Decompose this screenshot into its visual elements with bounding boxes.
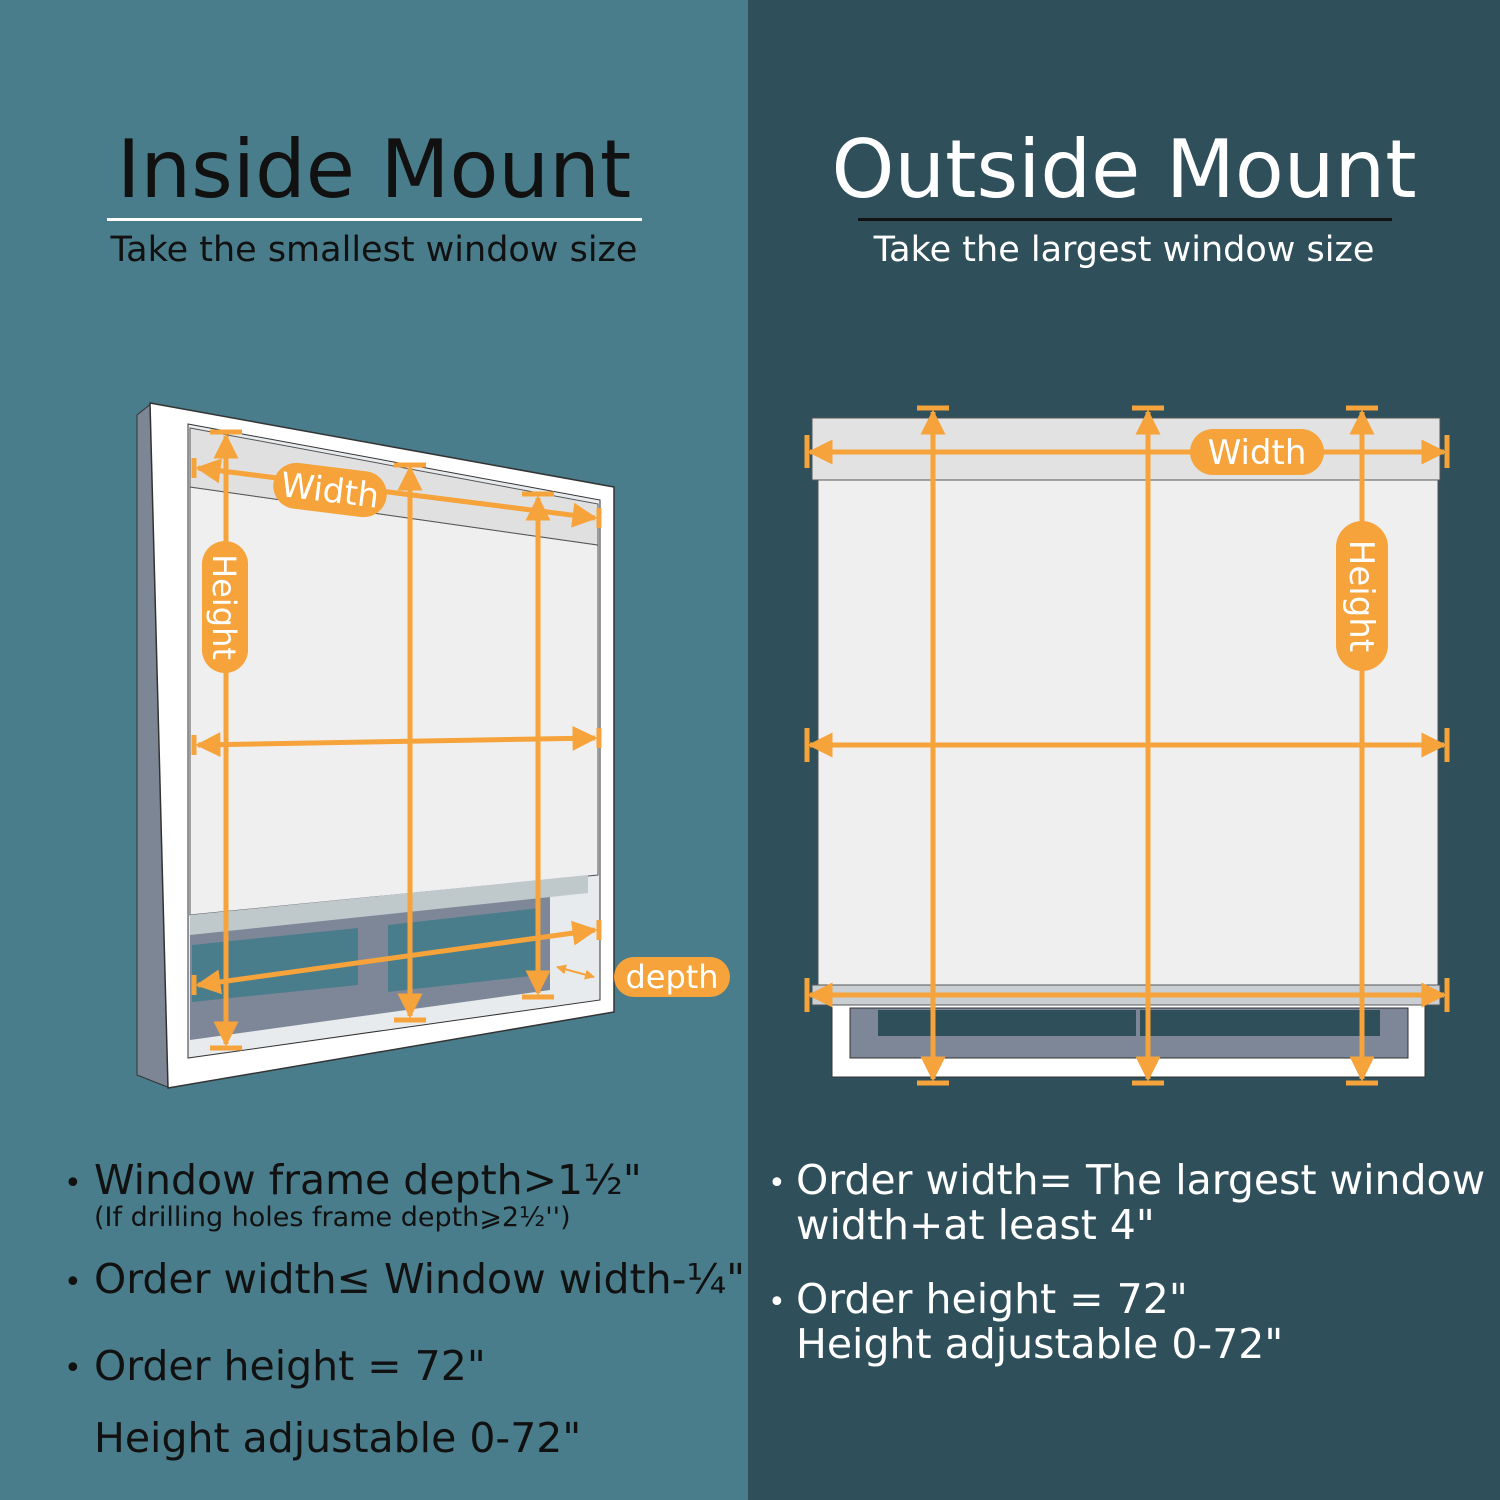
bullet-text: Order height = 72" bbox=[796, 1275, 1188, 1323]
inside-height-label: Height bbox=[202, 541, 248, 673]
bullet-text: Order width= The largest window bbox=[796, 1156, 1486, 1204]
outside-height-label: Height bbox=[1336, 521, 1388, 671]
inside-depth-label: depth bbox=[614, 957, 730, 997]
inside-bullet-width: • Order width≤ Window width-¼" bbox=[64, 1255, 746, 1303]
outside-bullet-height: • Order height = 72" Height adjustable 0-… bbox=[768, 1275, 1284, 1369]
bullet-continuation: Height adjustable 0-72" bbox=[94, 1413, 582, 1462]
inside-title-underline bbox=[107, 218, 642, 221]
bullet-continuation: Height adjustable 0-72" bbox=[796, 1320, 1284, 1369]
outside-mount-title: Outside Mount bbox=[831, 123, 1417, 216]
inside-bullet-depth: • Window frame depth>1½" (If drilling hol… bbox=[64, 1156, 642, 1234]
inside-mount-title: Inside Mount bbox=[116, 123, 632, 216]
bullet-continuation: width+at least 4" bbox=[796, 1201, 1155, 1250]
inside-measure-lines bbox=[191, 429, 602, 1051]
bullet-icon: • bbox=[768, 1284, 786, 1320]
inside-width-label: Width bbox=[273, 462, 387, 518]
bullet-text: Window frame depth>1½" bbox=[94, 1156, 642, 1204]
bullet-note: (If drilling holes frame depth⩾2½'') bbox=[94, 1202, 571, 1234]
outside-mount-subtitle: Take the largest window size bbox=[873, 230, 1375, 270]
inside-mount-subtitle: Take the smallest window size bbox=[110, 230, 638, 270]
bullet-icon: • bbox=[64, 1350, 82, 1386]
bullet-text: Order width≤ Window width-¼" bbox=[94, 1255, 746, 1303]
outside-title-underline bbox=[858, 218, 1392, 221]
svg-text:Width: Width bbox=[1208, 433, 1307, 473]
svg-text:depth: depth bbox=[625, 958, 718, 996]
inside-bullet-height: • Order height = 72" Height adjustable 0-… bbox=[64, 1331, 581, 1475]
bullet-icon: • bbox=[64, 1165, 82, 1201]
bullet-text: Order height = 72" bbox=[94, 1342, 486, 1390]
outside-bullet-width: • Order width= The largest window width+a… bbox=[768, 1156, 1486, 1250]
outside-width-label: Width bbox=[1190, 429, 1324, 475]
svg-text:Height: Height bbox=[205, 554, 243, 660]
bullet-icon: • bbox=[768, 1165, 786, 1201]
bullet-icon: • bbox=[64, 1264, 82, 1300]
svg-text:Height: Height bbox=[1341, 540, 1381, 652]
outside-measure-lines bbox=[804, 405, 1450, 1086]
